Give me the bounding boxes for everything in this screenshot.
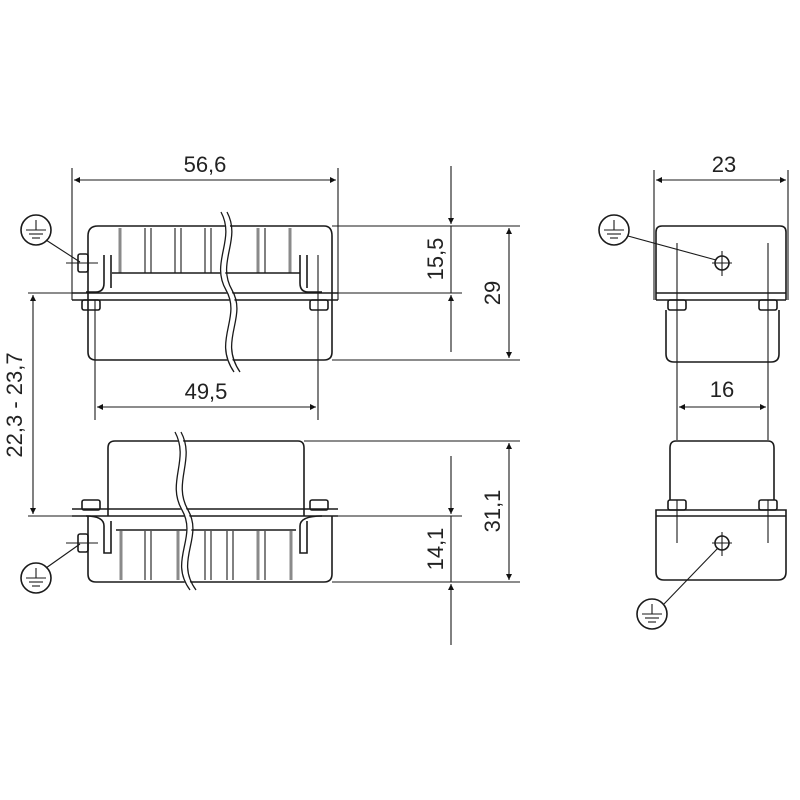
protective-earth-icon [598,214,717,261]
side-view-bottom-insert [655,440,787,581]
contact-ribs-bottom [119,531,293,580]
dim-label-14-1: 14,1 [423,528,448,571]
protective-earth-icon [20,214,81,263]
side-dimension-inner-width: 16 [679,377,766,410]
dim-label-49-5: 49,5 [185,379,228,404]
dim-label-29: 29 [480,281,505,305]
dim-label-31-1: 31,1 [480,490,505,533]
dimension-bottom-heights: 14,1 31,1 [332,443,520,645]
dimension-mounting-distance: 22,3 - 23,7 [2,292,88,517]
front-view-top-housing [66,168,339,420]
protective-earth-icon [20,543,81,594]
dim-label-15-5: 15,5 [423,238,448,281]
contact-ribs-top [112,228,300,274]
dimension-top-heights: 15,5 29 [332,166,520,361]
side-view-top-housing [653,170,789,440]
side-dimension-overall-width: 23 [656,152,786,183]
dimension-inner-width: 49,5 [97,379,316,410]
dim-label-16: 16 [710,377,734,402]
protective-earth-icon [636,547,719,630]
dim-label-22-3-23-7: 22,3 - 23,7 [2,352,27,457]
dimension-overall-width: 56,6 [74,152,336,183]
front-view-bottom-insert [66,430,520,592]
dim-label-56-6: 56,6 [184,152,227,177]
dim-label-23: 23 [712,152,736,177]
